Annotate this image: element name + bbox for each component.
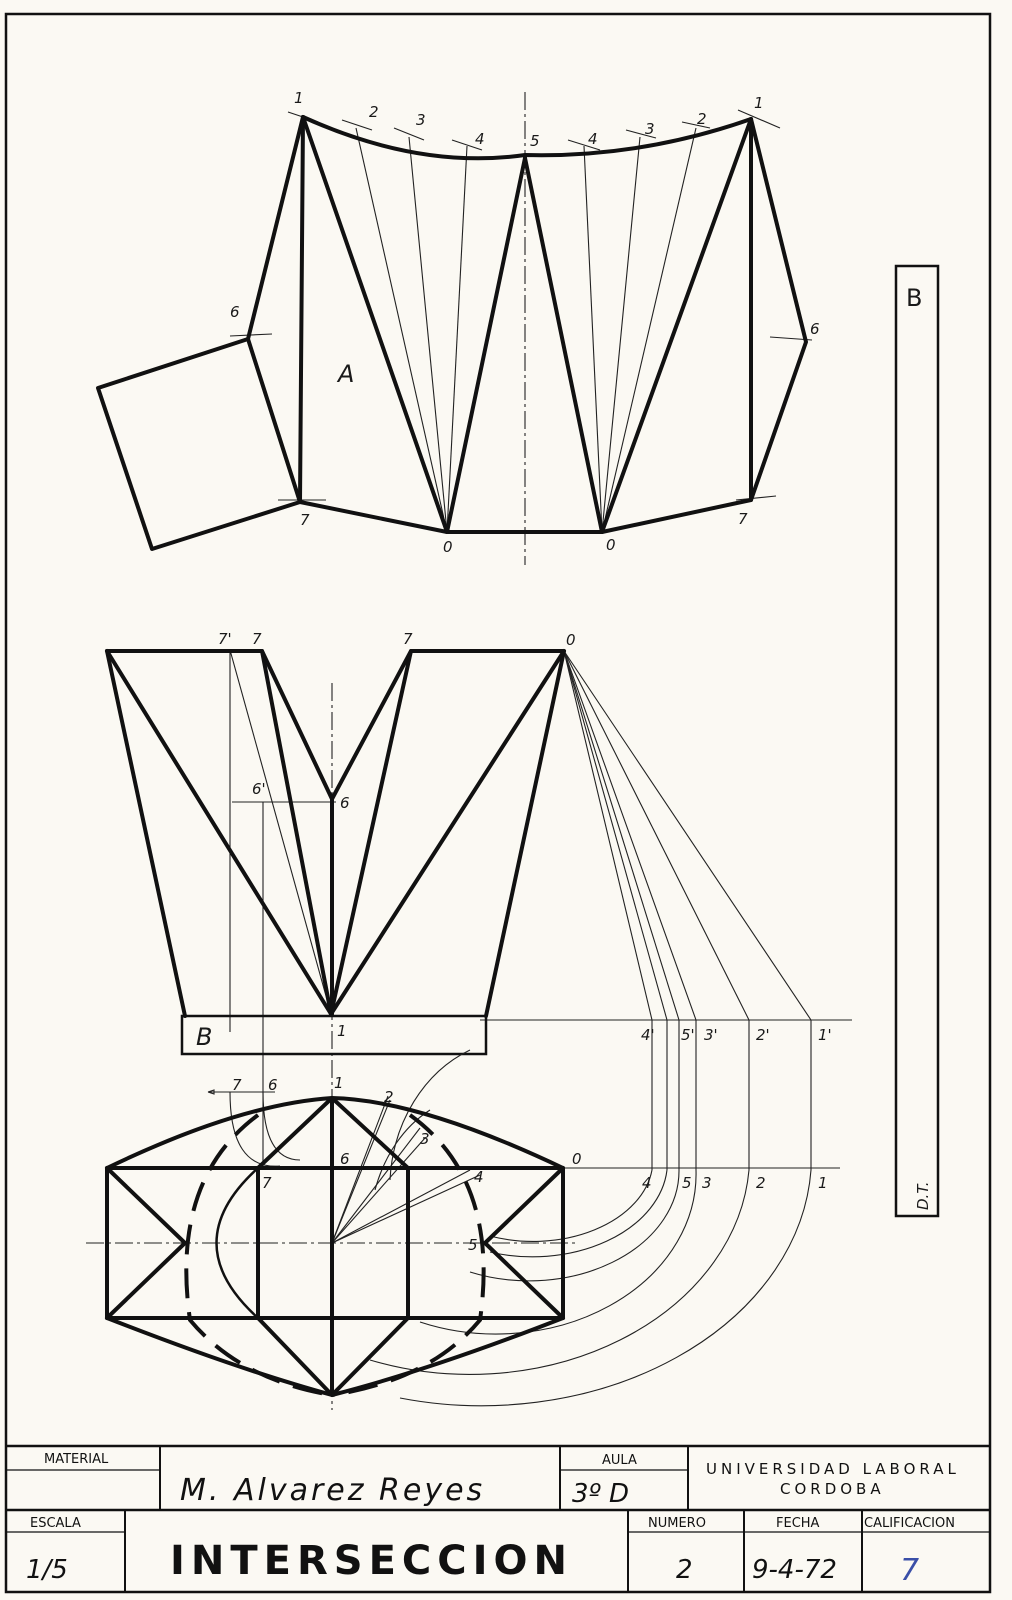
elev-label-0: 0 (566, 631, 576, 649)
plan-outline (105, 1096, 565, 1397)
plan-label-3: 3 (420, 1130, 430, 1148)
elev-proj-2prime: 2' (756, 1026, 770, 1044)
tb-material-label: MATERIAL (44, 1452, 109, 1467)
development-construction-lines (229, 109, 813, 533)
plan-label-2: 2 (384, 1088, 394, 1106)
tb-aula-label: AULA (602, 1453, 637, 1468)
elevation-view: 7' 7 7 0 6' 6 1 B 4' 5' 3' 2' 1' (105, 630, 852, 1410)
dev-label-3-left: 3 (416, 111, 426, 129)
elev-label-6prime: 6' (252, 780, 266, 798)
elev-label-1: 1 (337, 1022, 347, 1040)
side-panel-initials: D.T. (914, 1182, 932, 1210)
plan-proj-1: 1 (818, 1174, 828, 1192)
sheet-border (4, 12, 992, 1594)
dev-region-label: A (336, 360, 354, 388)
dev-label-5: 5 (530, 132, 540, 150)
tb-escala-label: ESCALA (30, 1516, 81, 1531)
dev-label-1-left: 1 (294, 89, 304, 107)
plan-label-7: 7 (232, 1076, 242, 1094)
plan-label-7-inner: 7 (262, 1174, 272, 1192)
tb-university-line2: CORDOBA (780, 1480, 885, 1498)
tb-fecha-label: FECHA (776, 1516, 820, 1531)
dev-label-6-left: 6 (230, 303, 240, 321)
tb-escala-value: 1/5 (26, 1555, 68, 1585)
plan-label-6: 6 (268, 1076, 278, 1094)
tb-numero-label: NUMERO (648, 1516, 706, 1531)
elev-proj-1prime: 1' (818, 1026, 832, 1044)
dev-label-7-left: 7 (300, 511, 310, 529)
plan-proj-3: 3 (702, 1174, 712, 1192)
elev-label-7b: 7 (403, 630, 413, 648)
elev-base-letter: B (196, 1023, 212, 1051)
plan-construction-lines (207, 1049, 840, 1407)
elevation-construction-lines (229, 649, 852, 1170)
dev-label-1-right: 1 (754, 94, 764, 112)
plan-label-5: 5 (468, 1236, 478, 1254)
dev-label-0-right: 0 (606, 536, 616, 554)
elev-label-6: 6 (340, 794, 350, 812)
elev-label-7prime: 7' (218, 630, 232, 648)
elevation-base-strip (180, 1014, 488, 1056)
dev-label-6-right: 6 (810, 320, 820, 338)
tb-fecha-value: 9-4-72 (752, 1555, 837, 1585)
elev-proj-5prime: 5' (681, 1026, 695, 1044)
development-outline (96, 115, 808, 551)
plan-hidden-circle (184, 1113, 486, 1397)
tb-university-line1: UNIVERSIDAD LABORAL (706, 1460, 960, 1478)
plan-label-1: 1 (334, 1074, 344, 1092)
plan-label-0: 0 (572, 1150, 582, 1168)
elev-proj-3prime: 3' (704, 1026, 718, 1044)
plan-view: 7 6 1 2 3 6 4 7 5 0 4 5 3 2 1 (86, 1049, 840, 1407)
tb-aula-value: 3º D (572, 1479, 629, 1509)
dev-label-2-left: 2 (369, 103, 379, 121)
tb-title: INTERSECCION (170, 1538, 573, 1584)
elev-proj-4prime: 4' (641, 1026, 655, 1044)
plan-label-4: 4 (474, 1168, 484, 1186)
dev-label-4-right: 4 (588, 130, 598, 148)
side-panel: B D.T. (894, 264, 940, 1218)
dev-label-4-left: 4 (475, 130, 485, 148)
tb-calificacion-label: CALIFICACION (864, 1516, 955, 1531)
title-block: MATERIAL M. Alvarez Reyes AULA 3º D UNIV… (6, 1444, 990, 1592)
dev-label-3-right: 3 (645, 120, 655, 138)
tb-author: M. Alvarez Reyes (180, 1473, 485, 1508)
tb-calificacion-value: 7 (900, 1553, 919, 1588)
tb-numero-value: 2 (676, 1555, 693, 1585)
plan-proj-4: 4 (642, 1174, 652, 1192)
dev-label-0-left: 0 (443, 538, 453, 556)
side-panel-letter: B (906, 284, 922, 312)
elevation-outline (105, 649, 566, 1018)
dev-label-2-right: 2 (697, 110, 707, 128)
development-view: 1 2 3 4 5 4 3 2 1 6 6 7 0 0 7 A (96, 89, 820, 565)
elev-label-7a: 7 (252, 630, 262, 648)
plan-proj-2: 2 (756, 1174, 766, 1192)
dev-label-7-right: 7 (738, 510, 748, 528)
plan-label-6-inner: 6 (340, 1150, 350, 1168)
plan-proj-5: 5 (682, 1174, 692, 1192)
